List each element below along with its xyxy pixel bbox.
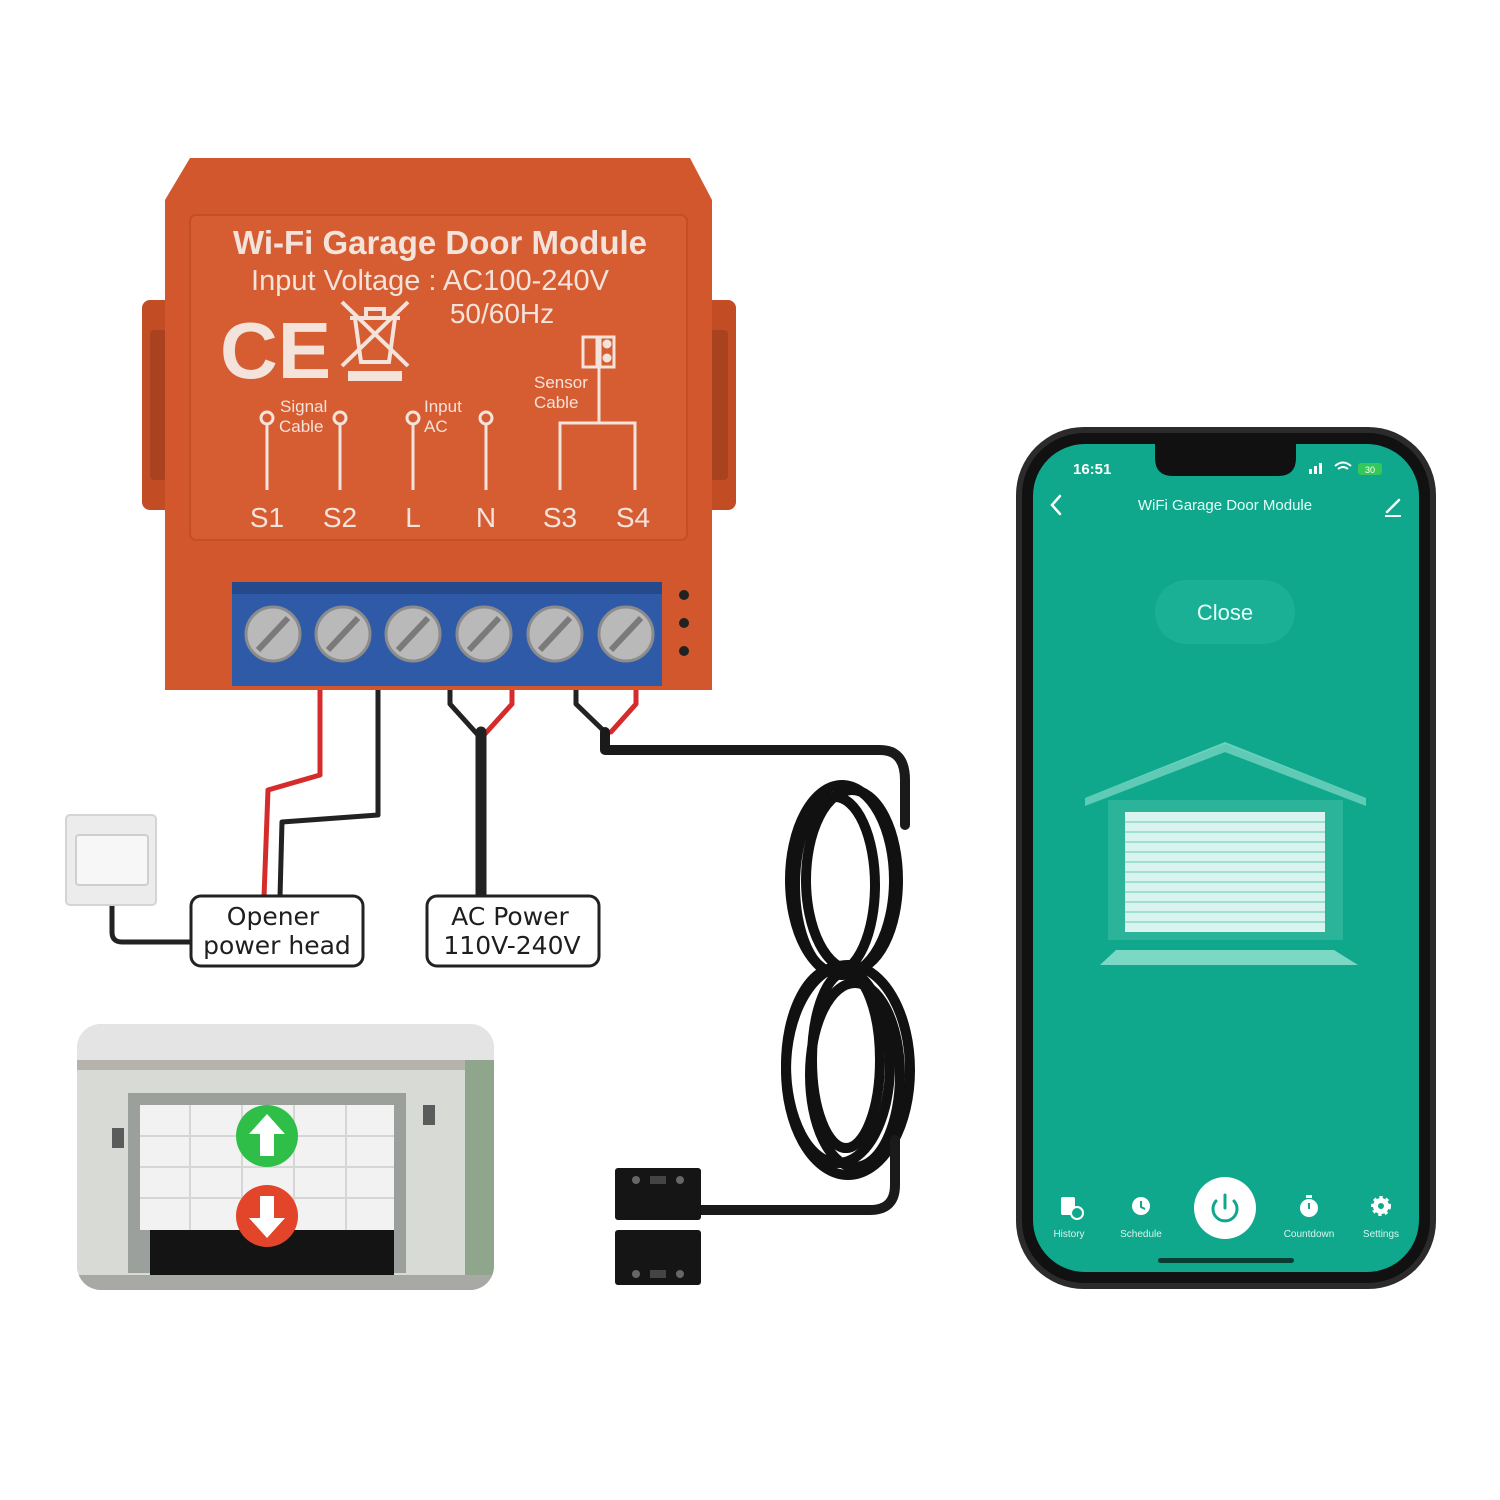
input-label-1: Input [424, 397, 462, 416]
garage-illustration [1085, 742, 1366, 965]
back-button[interactable] [1050, 494, 1062, 516]
app-header: WiFi Garage Door Module [1050, 494, 1401, 517]
power-button[interactable] [1194, 1177, 1256, 1239]
nav-label: Settings [1363, 1229, 1399, 1240]
bottom-nav: History Schedule Countdown [1053, 1177, 1399, 1263]
terminal-schematic [259, 410, 637, 490]
module-face [189, 214, 688, 541]
switch-wire [109, 897, 195, 945]
sensor-label-2: Cable [534, 393, 578, 412]
history-icon [1061, 1197, 1084, 1220]
ac-label-2: 110V-240V [443, 931, 580, 960]
phone-notch [1155, 444, 1296, 476]
wires [109, 685, 915, 1215]
nav-schedule[interactable]: Schedule [1120, 1197, 1162, 1240]
opener-label-box: Opener power head [189, 894, 365, 968]
terminal-screw [455, 605, 513, 663]
gear-icon [1371, 1196, 1391, 1216]
garage-door-slats [1125, 821, 1325, 923]
module-frequency: 50/60Hz [450, 298, 554, 329]
terminal-label: S3 [543, 502, 577, 533]
door-state-button[interactable]: Close [1155, 580, 1295, 644]
terminal-screw [526, 605, 584, 663]
app-title: WiFi Garage Door Module [1138, 497, 1312, 514]
wall-switch [65, 814, 157, 906]
nav-countdown[interactable]: Countdown [1284, 1195, 1335, 1240]
module-voltage: Input Voltage : AC100-240V [251, 265, 610, 297]
nav-label: History [1053, 1229, 1084, 1240]
ac-power-label-box: AC Power 110V-240V [425, 894, 601, 968]
arrow-down-icon [236, 1185, 298, 1247]
svg-text:30: 30 [1365, 465, 1375, 475]
ce-mark: CE [220, 306, 331, 395]
nav-label: Countdown [1284, 1229, 1335, 1240]
status-bar: 16:51 30 [1073, 461, 1382, 478]
lamp-icon [112, 1128, 124, 1148]
nav-history[interactable]: History [1053, 1197, 1085, 1240]
n-wire [481, 685, 515, 738]
terminal-label: L [405, 502, 421, 533]
opener-label-2: power head [203, 931, 351, 960]
sensor-icon [581, 335, 616, 423]
sensor-cable-tail [695, 1135, 900, 1215]
clock-icon [1132, 1197, 1150, 1215]
garage-module: Wi-Fi Garage Door Module Input Voltage :… [142, 158, 736, 690]
terminal-labels: S1 S2 L N S3 S4 [250, 502, 650, 533]
home-indicator [1158, 1258, 1294, 1263]
s1-red-wire [261, 685, 323, 900]
terminal-label: S1 [250, 502, 284, 533]
signal-icon [1309, 463, 1322, 474]
ac-label-1: AC Power [451, 902, 569, 931]
nav-settings[interactable]: Settings [1363, 1196, 1399, 1240]
battery-icon: 30 [1358, 463, 1382, 475]
timer-icon [1300, 1195, 1318, 1217]
terminal-block [232, 582, 664, 686]
s4-wire [608, 685, 639, 735]
cable-coil [781, 780, 915, 1180]
module-title: Wi-Fi Garage Door Module [233, 224, 647, 261]
wifi-icon [1334, 461, 1352, 470]
sensor-cable [600, 727, 910, 830]
terminal-label: S2 [323, 502, 357, 533]
signal-label-1: Signal [280, 397, 327, 416]
l-wire [447, 685, 481, 738]
s2-black-wire [277, 685, 381, 900]
terminal-label: S4 [616, 502, 650, 533]
input-label-2: AC [424, 417, 448, 436]
nav-label: Schedule [1120, 1229, 1162, 1240]
terminal-label: N [476, 502, 496, 533]
sensor-label-1: Sensor [534, 373, 588, 392]
magnetic-sensor [615, 1168, 701, 1285]
terminal-screw [244, 605, 302, 663]
weee-bin-icon [340, 300, 410, 381]
s3-wire [573, 685, 608, 735]
signal-label-2: Cable [279, 417, 323, 436]
terminal-screw [384, 605, 442, 663]
terminal-screws [244, 605, 655, 663]
edit-button[interactable] [1385, 498, 1401, 517]
garage-photo [77, 1024, 494, 1290]
status-time: 16:51 [1073, 461, 1111, 478]
pencil-icon [1385, 498, 1401, 514]
opener-label-1: Opener [227, 902, 320, 931]
power-icon [1211, 1193, 1239, 1223]
lamp-icon [423, 1105, 435, 1125]
arrow-up-icon [236, 1105, 298, 1167]
terminal-screw [314, 605, 372, 663]
door-state-label: Close [1197, 600, 1253, 625]
terminal-screw [597, 605, 655, 663]
